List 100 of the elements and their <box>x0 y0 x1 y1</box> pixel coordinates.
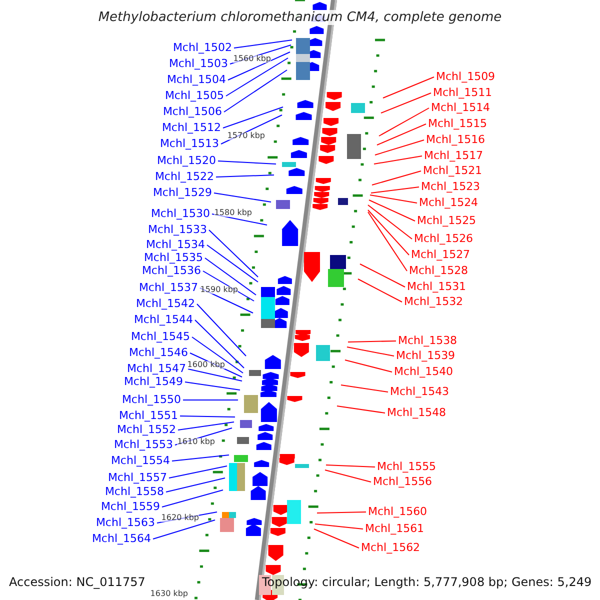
gene-label: Mchl_1526 <box>414 233 474 244</box>
leader-line <box>380 92 432 114</box>
gene-label: Mchl_1545 <box>130 331 190 342</box>
leader-line <box>152 520 216 540</box>
gene-label: Mchl_1557 <box>108 472 167 483</box>
scale-label: 1580 kbp <box>214 209 252 217</box>
gene-label: Mchl_1534 <box>146 239 205 250</box>
leader-line <box>224 70 288 112</box>
leader-line <box>178 422 234 430</box>
gene-label: Mchl_1559 <box>100 501 160 512</box>
gene-label: Mchl_1512 <box>162 122 221 133</box>
leader-line <box>228 52 290 80</box>
gene-label: Mchl_1531 <box>407 281 466 292</box>
gene-label: Mchl_1523 <box>421 181 480 192</box>
leader-line <box>368 212 408 272</box>
gene-label: Mchl_1521 <box>423 165 482 176</box>
gene-label: Mchl_1544 <box>134 314 193 325</box>
gene-label: Mchl_1506 <box>162 106 222 117</box>
leader-line <box>358 278 402 302</box>
gene-label: Mchl_1563 <box>96 517 155 528</box>
gene-label: Mchl_1558 <box>104 486 164 497</box>
gene-label: Mchl_1525 <box>417 215 476 226</box>
gene-label: Mchl_1529 <box>152 187 212 198</box>
leader-line <box>234 40 292 48</box>
leader-line <box>370 194 418 204</box>
leader-line <box>314 524 364 530</box>
gene-label: Mchl_1515 <box>428 118 488 129</box>
leader-line <box>368 210 410 256</box>
leader-line <box>340 384 388 392</box>
scale-label: 1600 kbp <box>187 361 225 369</box>
gene-label: Mchl_1552 <box>116 424 176 435</box>
gene-label: Mchl_1556 <box>373 476 432 487</box>
leader-line <box>348 340 396 342</box>
gene-label: Mchl_1542 <box>136 298 195 309</box>
gene-label: Mchl_1561 <box>365 523 424 534</box>
gene-label: Mchl_1549 <box>124 376 183 387</box>
leader-line <box>368 200 416 222</box>
leader-line <box>166 478 226 492</box>
gene-label: Mchl_1509 <box>436 71 496 82</box>
gene-label: Mchl_1511 <box>433 87 492 98</box>
gene-label: Mchl_1522 <box>154 171 214 182</box>
gene-label: Mchl_1536 <box>142 265 201 276</box>
leader-line <box>378 108 430 136</box>
info-text: Accession: NC_011757 <box>9 576 146 588</box>
gene-label: Mchl_1532 <box>404 296 464 307</box>
leader-line <box>368 204 412 240</box>
gene-label: Mchl_1528 <box>409 265 468 276</box>
gene-label: Mchl_1543 <box>390 386 450 397</box>
leader-line <box>326 464 376 468</box>
leader-line <box>316 512 366 514</box>
leader-line <box>222 106 284 128</box>
gene-label: Mchl_1562 <box>361 542 420 553</box>
scale-label: 1590 kbp <box>200 286 238 294</box>
gene-label: Mchl_1513 <box>160 138 219 149</box>
leader-line <box>314 528 360 548</box>
gene-label: Mchl_1530 <box>150 208 210 219</box>
gene-label: Mchl_1517 <box>424 150 484 161</box>
gene-label: Mchl_1533 <box>148 224 207 235</box>
leader-line <box>218 160 276 164</box>
leader-line <box>376 124 426 146</box>
scale-label: 1570 kbp <box>227 132 265 140</box>
gene-label: Mchl_1548 <box>387 407 446 418</box>
leader-line <box>220 114 282 144</box>
leader-line <box>206 244 258 282</box>
leader-line <box>230 44 292 64</box>
leader-line <box>382 76 434 98</box>
leader-line <box>180 416 236 418</box>
leader-line <box>192 336 244 374</box>
leader-line <box>374 140 424 156</box>
gene-label: Mchl_1505 <box>164 90 224 101</box>
gene-label: Mchl_1504 <box>166 74 226 85</box>
leader-line <box>336 406 386 414</box>
leader-line <box>214 192 272 202</box>
scale-label: 1560 kbp <box>233 55 271 63</box>
info-text: Topology: circular; Length: 5,777,908 bp; Genes: 5,249 <box>262 576 592 588</box>
leader-line <box>344 360 392 372</box>
leader-line <box>172 454 230 462</box>
leader-line <box>372 170 422 186</box>
leader-line <box>216 174 274 178</box>
leader-line <box>370 186 420 194</box>
scale-label: 1620 kbp <box>161 514 199 522</box>
leader-line <box>200 288 254 314</box>
gene-label: Mchl_1535 <box>144 252 203 263</box>
gene-label: Mchl_1555 <box>377 461 436 472</box>
leader-line <box>196 304 246 356</box>
leader-line <box>226 58 288 96</box>
leader-line <box>346 346 394 356</box>
leader-line <box>202 270 254 302</box>
leader-line <box>156 512 218 524</box>
gene-label: Mchl_1546 <box>128 347 188 358</box>
gene-label: Mchl_1538 <box>398 335 458 346</box>
leader-line <box>162 490 224 508</box>
scale-label: 1610 kbp <box>177 438 215 446</box>
gene-label: Mchl_1554 <box>110 455 170 466</box>
leader-line <box>190 352 242 378</box>
gene-label: Mchl_1553 <box>114 439 173 450</box>
gene-label: Mchl_1540 <box>394 366 454 377</box>
gene-label: Mchl_1537 <box>138 282 198 293</box>
gene-label: Mchl_1503 <box>168 58 228 69</box>
gene-label: Mchl_1520 <box>156 155 216 166</box>
